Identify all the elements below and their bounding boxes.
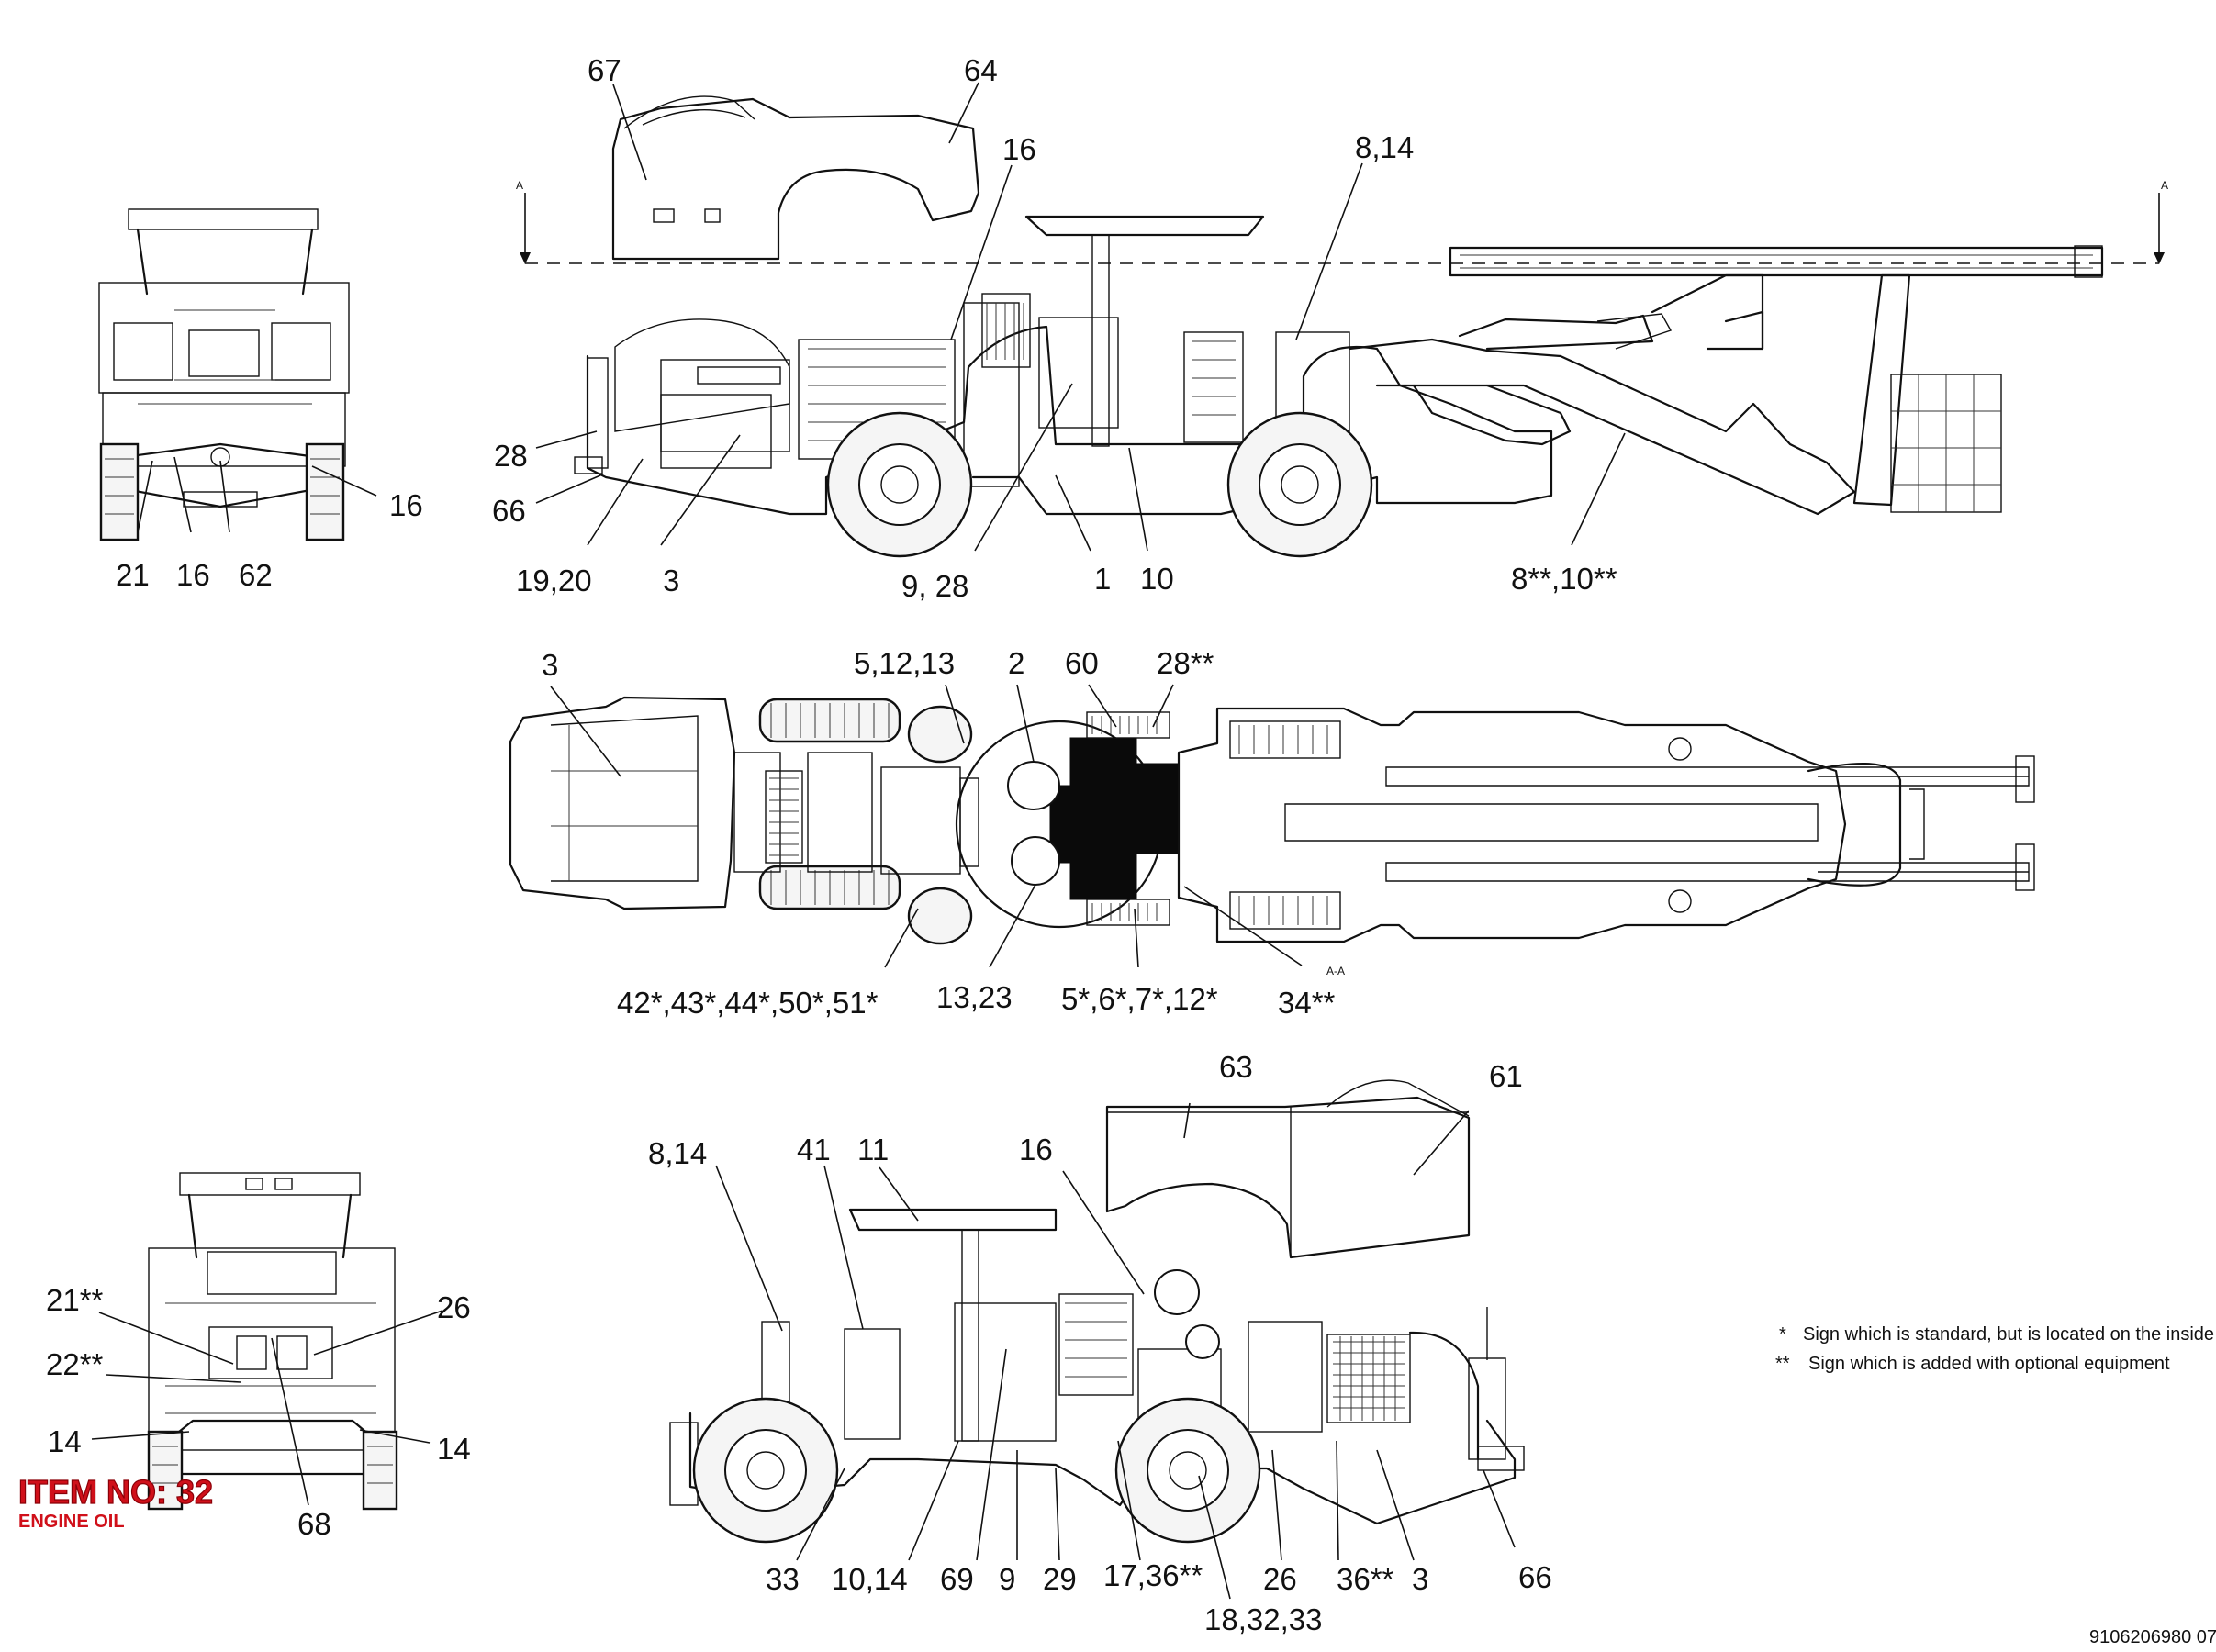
- callout-3: 3: [1412, 1562, 1428, 1596]
- legend-text-2: Sign which is added with optional equipm…: [1808, 1354, 2170, 1374]
- callout-14-left: 14: [48, 1424, 82, 1458]
- section-line-a-a: A A: [516, 179, 2168, 264]
- callout-66: 66: [1518, 1560, 1552, 1594]
- callout-8-14: 8,14: [1355, 130, 1414, 164]
- callout-19-20: 19,20: [516, 564, 592, 597]
- callout-36-optional: 36**: [1337, 1562, 1394, 1596]
- callout-16b: 16: [176, 558, 210, 592]
- item-stamp: ITEM NO: 32 ENGINE OIL: [17, 1472, 213, 1532]
- callout-9: 9: [999, 1562, 1015, 1596]
- callout-66: 66: [492, 494, 526, 528]
- side-view-bottom: [669, 1079, 1525, 1544]
- callouts-front-top: 16 21 16 62: [116, 488, 423, 592]
- callout-41: 41: [797, 1133, 831, 1166]
- plan-view: A-A: [509, 696, 2035, 977]
- callout-11: 11: [857, 1133, 889, 1166]
- legend-text-1: Sign which is standard, but is located o…: [1803, 1324, 2214, 1345]
- callout-16: 16: [1002, 132, 1036, 166]
- callout-26: 26: [437, 1290, 471, 1324]
- section-view-label: A-A: [1326, 965, 1345, 977]
- callout-10-14: 10,14: [832, 1562, 908, 1596]
- callout-3: 3: [542, 648, 558, 682]
- leader-lines: [91, 82, 1626, 1600]
- section-marker-left: A: [516, 179, 523, 192]
- callout-42-43-44-50-51: 42*,43*,44*,50*,51*: [617, 986, 879, 1020]
- callout-62: 62: [239, 558, 273, 592]
- legend-symbol-1: *: [1779, 1324, 1786, 1345]
- rear-view-bottom: [147, 1172, 398, 1511]
- callout-14-right: 14: [437, 1432, 471, 1466]
- callout-16: 16: [389, 488, 423, 522]
- callout-8-10-optional: 8**,10**: [1511, 562, 1617, 596]
- callout-28-optional: 28**: [1157, 646, 1214, 680]
- callout-5-12-13: 5,12,13: [854, 646, 955, 680]
- callout-26: 26: [1263, 1562, 1297, 1596]
- callout-2: 2: [1008, 646, 1024, 680]
- callout-17-36: 17,36**: [1103, 1558, 1203, 1592]
- callout-28: 28: [494, 439, 528, 473]
- callout-21-optional: 21**: [46, 1283, 104, 1317]
- callout-61: 61: [1489, 1059, 1523, 1093]
- callout-3: 3: [663, 564, 679, 597]
- callout-63: 63: [1219, 1050, 1253, 1084]
- callout-29: 29: [1043, 1562, 1077, 1596]
- callout-67: 67: [588, 53, 621, 87]
- callout-33: 33: [766, 1562, 800, 1596]
- callouts-plan: 3 5,12,13 2 60 28** 42*,43*,44*,50*,51* …: [542, 646, 1336, 1020]
- front-view-top: [98, 208, 350, 541]
- callout-9-28: 9, 28: [901, 569, 968, 603]
- callout-10: 10: [1140, 562, 1174, 596]
- callout-60: 60: [1065, 646, 1099, 680]
- item-stamp-subtitle: ENGINE OIL: [18, 1512, 125, 1532]
- callout-16: 16: [1019, 1133, 1053, 1166]
- callouts-side-bottom: 63 61 8,14 41 11 16 33 10,14 69 9 29 17,…: [648, 1050, 1552, 1636]
- callout-1: 1: [1094, 562, 1111, 596]
- legend: * Sign which is standard, but is located…: [1775, 1324, 2214, 1374]
- callout-69: 69: [940, 1562, 974, 1596]
- callout-34-optional: 34**: [1278, 986, 1336, 1020]
- callouts-side-top: 67 64 16 8,14 28 66 19,20 3 9, 28 1 10 8…: [492, 53, 1617, 603]
- callout-5-6-7-12: 5*,6*,7*,12*: [1061, 982, 1218, 1016]
- callout-18-32-33: 18,32,33: [1204, 1602, 1322, 1636]
- document-number: 9106206980 07: [2089, 1627, 2216, 1647]
- callout-21: 21: [116, 558, 150, 592]
- callout-8-14: 8,14: [648, 1136, 707, 1170]
- callouts-rear-bottom: 21** 22** 26 14 14 68: [46, 1283, 471, 1541]
- callout-64: 64: [964, 53, 998, 87]
- legend-symbol-2: **: [1775, 1354, 1790, 1374]
- side-view-top: [574, 95, 2104, 558]
- callout-13-23: 13,23: [936, 980, 1013, 1014]
- section-marker-right: A: [2161, 179, 2168, 192]
- callout-22-optional: 22**: [46, 1347, 104, 1381]
- callout-68: 68: [297, 1507, 331, 1541]
- item-stamp-title: ITEM NO: 32: [18, 1473, 213, 1511]
